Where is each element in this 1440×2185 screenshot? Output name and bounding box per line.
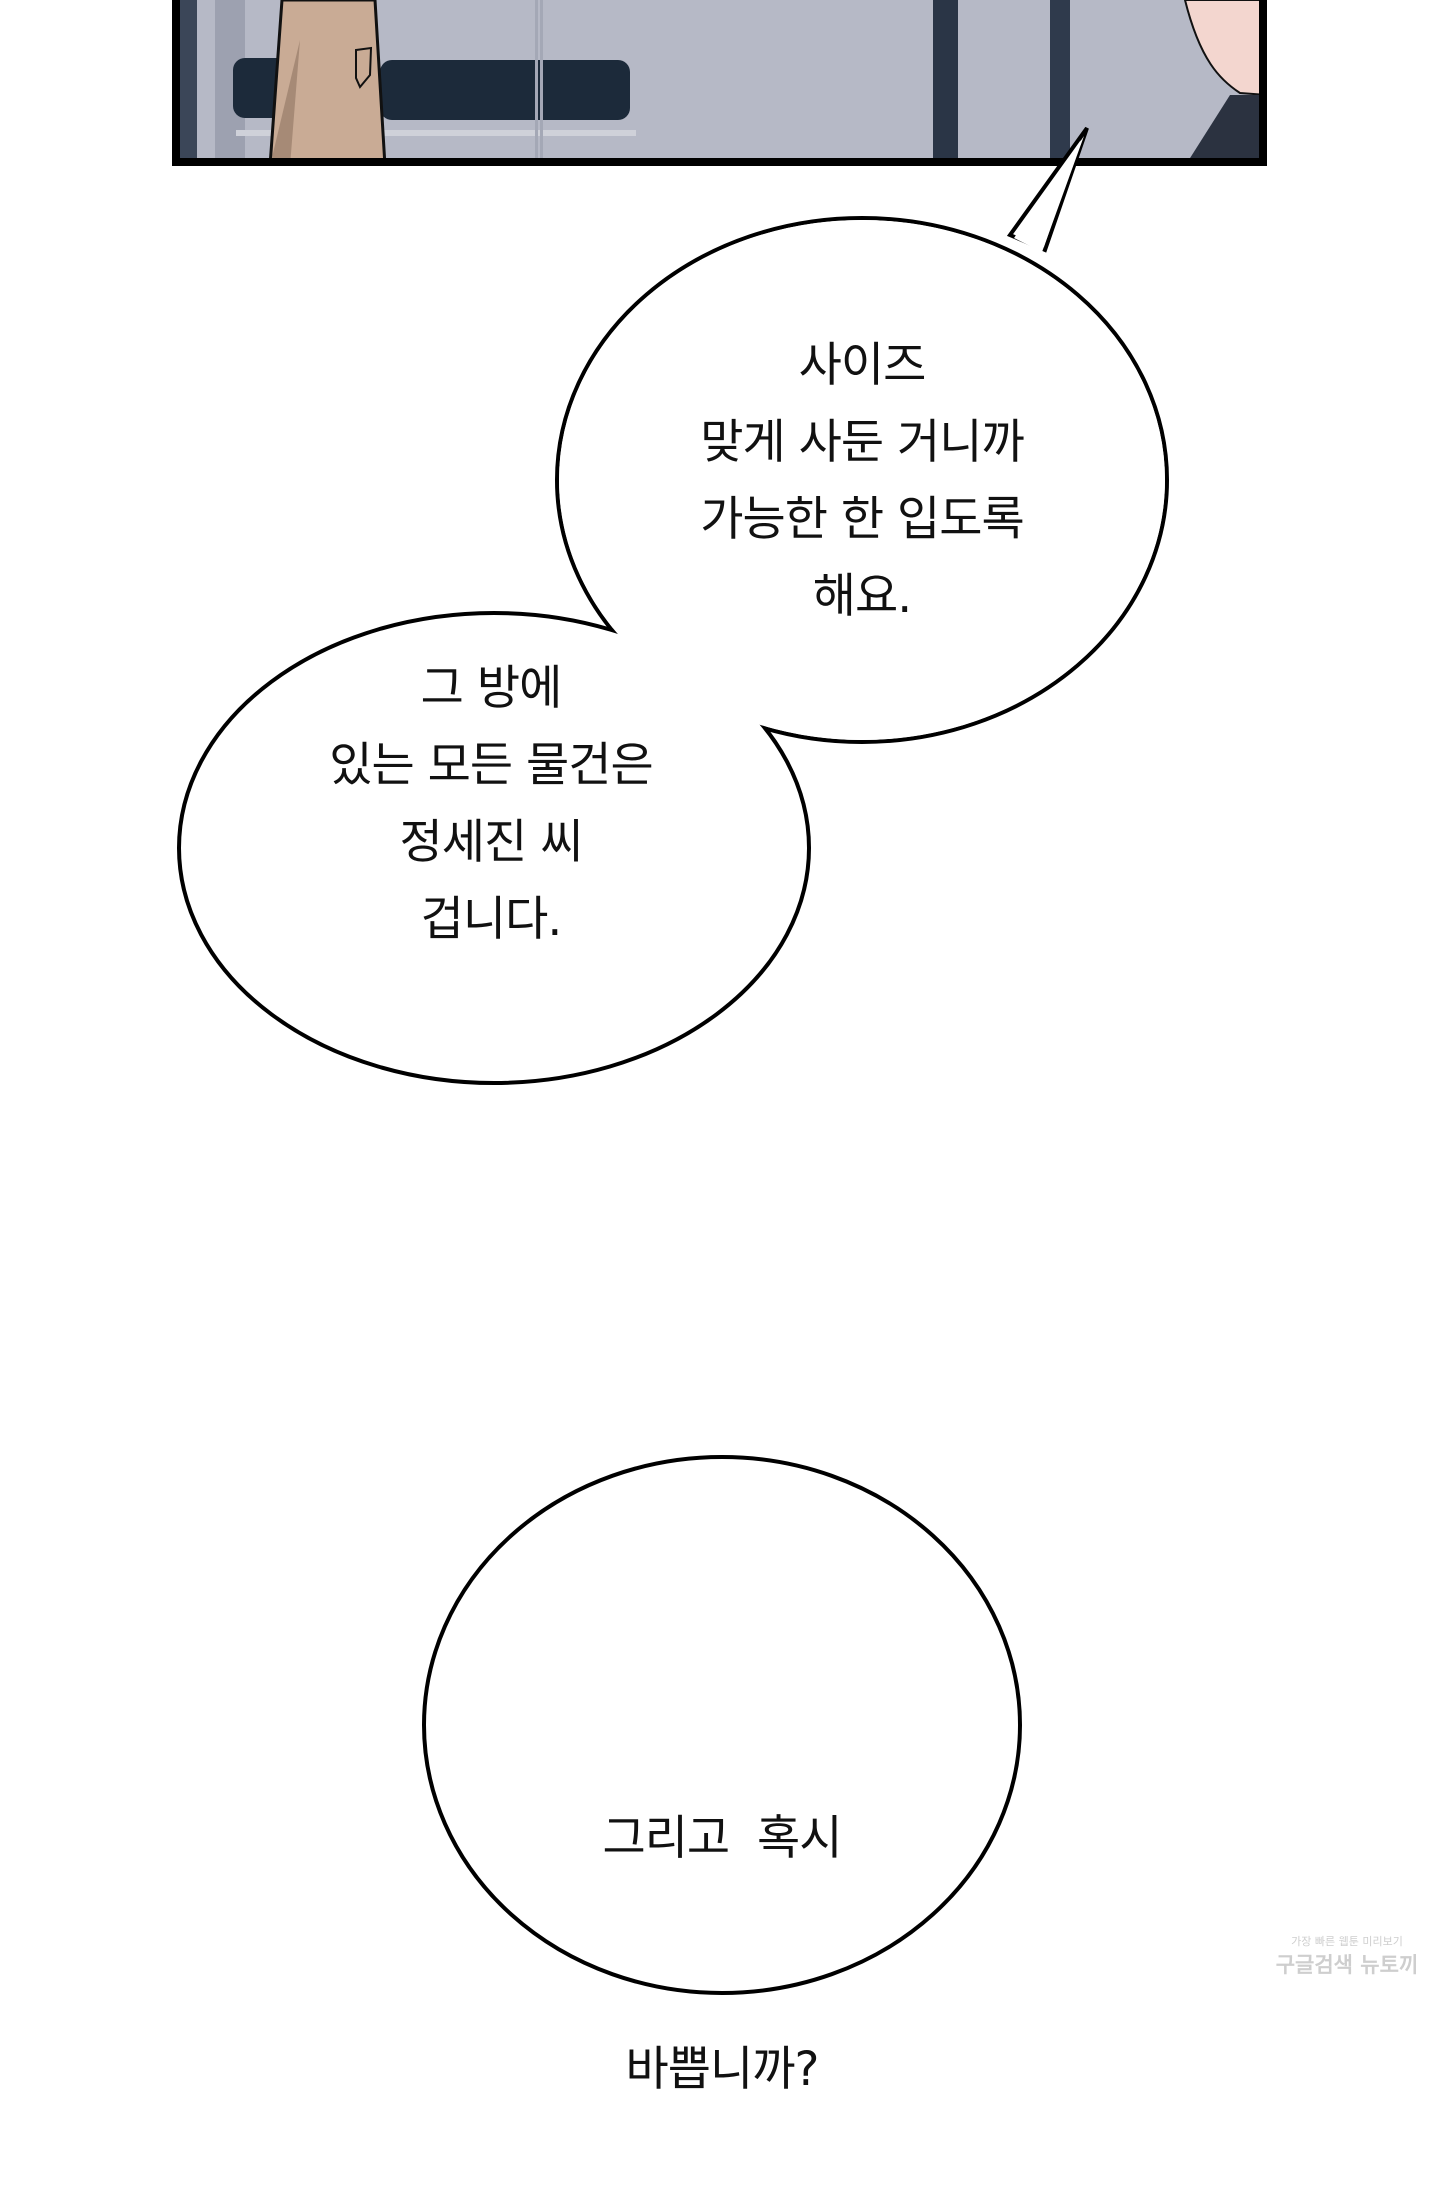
- speech-bubble-3-text: 그리고 혹시 바쁩니까?: [602, 1646, 842, 2185]
- dialogue-line: 맞게 사둔 거니까: [700, 415, 1025, 470]
- dialogue-line: 그 방에: [420, 661, 563, 716]
- dialogue-line: 그리고 혹시: [602, 1811, 842, 1866]
- speech-bubble-outlines: [177, 126, 1169, 1995]
- watermark-line-1: 가장 빠른 웹툰 미리보기: [1291, 1935, 1403, 1948]
- dialogue-line: 정세진 씨: [399, 815, 584, 870]
- dialogue-line: 바쁩니까?: [625, 2042, 820, 2097]
- dialogue-line: 가능한 한 입도록: [700, 492, 1025, 547]
- comic-artwork: [172, 0, 1267, 1995]
- watermark: 가장 빠른 웹툰 미리보기 구글검색 뉴토끼: [1262, 1813, 1432, 1979]
- dialogue-line: 해요.: [812, 569, 912, 624]
- speech-bubble-1-text: 사이즈 맞게 사둔 거니까 가능한 한 입도록 해요.: [700, 327, 1025, 635]
- dialogue-line: 있는 모든 물건은: [329, 738, 654, 793]
- comic-panel: [172, 0, 1267, 166]
- dialogue-line: 겁니다.: [420, 892, 563, 947]
- watermark-line-2: 구글검색 뉴토끼: [1275, 1953, 1419, 1977]
- dialogue-line: 사이즈: [798, 338, 927, 393]
- speech-bubble-2-text: 그 방에 있는 모든 물건은 정세진 씨 겁니다.: [329, 650, 654, 958]
